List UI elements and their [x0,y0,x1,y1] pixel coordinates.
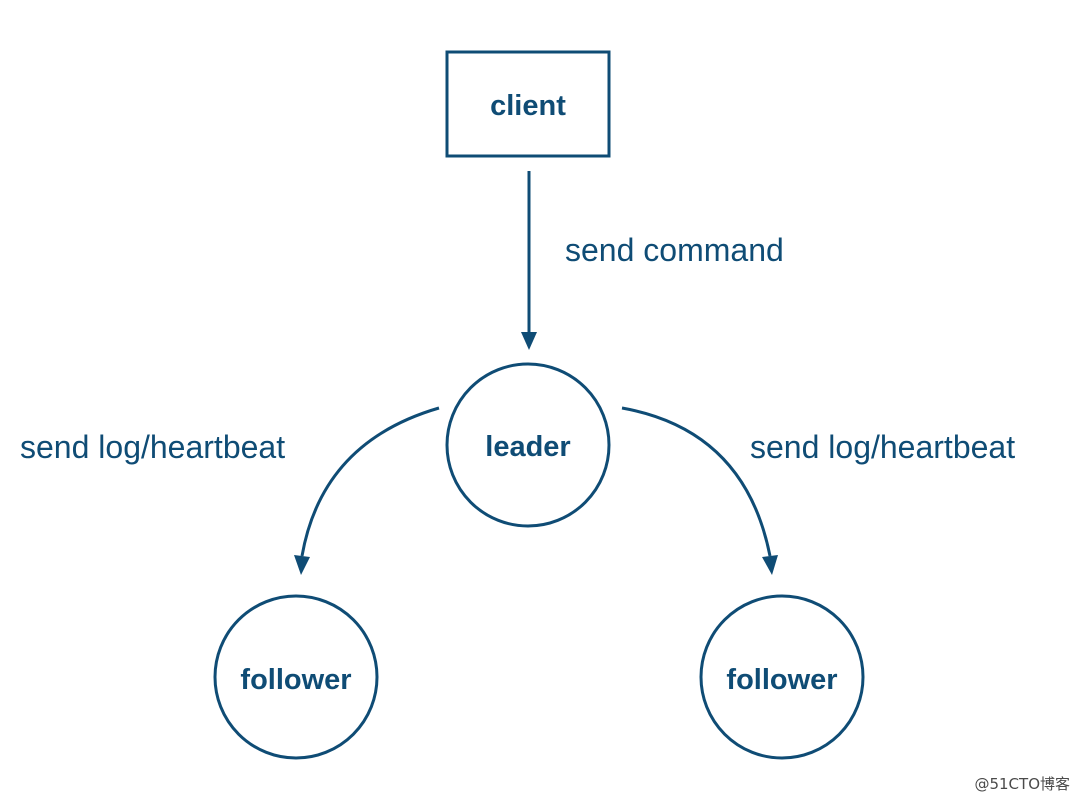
arrowhead-left-icon [294,555,310,575]
edge-label-send-log-heartbeat-left: send log/heartbeat [20,429,285,465]
leader-node: leader [445,362,611,528]
edge-leader-to-right-follower: send log/heartbeat [621,406,1015,575]
follower-right-label: follower [726,664,837,696]
follower-left-label: follower [240,664,351,696]
edge-leader-to-left-follower: send log/heartbeat [20,406,440,575]
edge-label-send-log-heartbeat-right: send log/heartbeat [750,429,1015,465]
follower-right-node: follower [699,594,865,760]
leader-label: leader [485,431,570,463]
watermark-text: @51CTO博客 [974,775,1070,793]
edge-label-send-command: send command [565,232,784,268]
client-node: client [445,50,611,158]
follower-left-node: follower [213,594,379,760]
edge-client-to-leader: send command [521,171,784,350]
client-label: client [490,90,566,122]
arrowhead-right-icon [762,555,778,575]
arrowhead-down-icon [521,332,537,350]
